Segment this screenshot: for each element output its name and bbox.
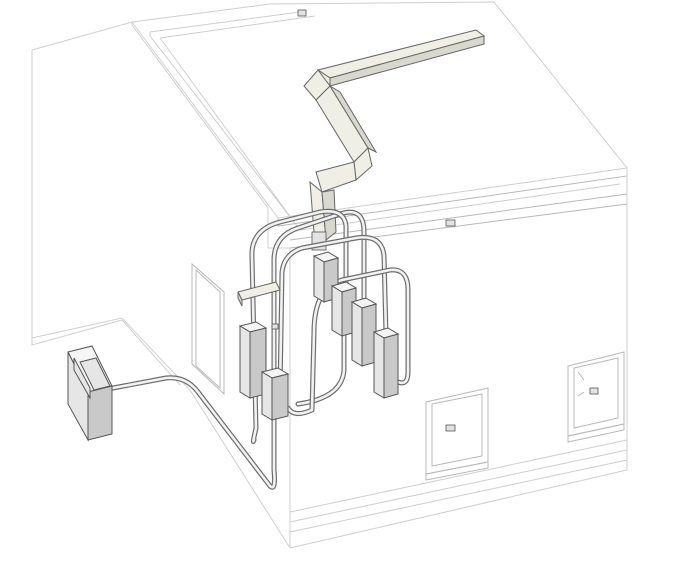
roof-drain [297,9,307,17]
indoor-unit-5 [350,297,378,367]
roof-drain-2 [445,219,456,227]
window-1 [425,387,489,481]
indoor-unit-6 [372,327,400,399]
wall-edge [189,238,291,549]
building-volume [31,1,628,549]
indoor-unit-2 [260,367,290,421]
roof-supply-duct [303,29,486,251]
door [191,262,225,396]
roof-parapet-inner [149,11,621,231]
base-band [289,439,628,533]
window-2 [567,351,625,443]
ground-line-left [31,319,181,386]
pipe-bracket [237,281,281,307]
roof-outline [131,1,628,219]
outdoor-condensing-unit [67,345,113,442]
refrigerant-piping [89,208,411,490]
right-wall [289,168,628,549]
left-wall [31,21,269,391]
